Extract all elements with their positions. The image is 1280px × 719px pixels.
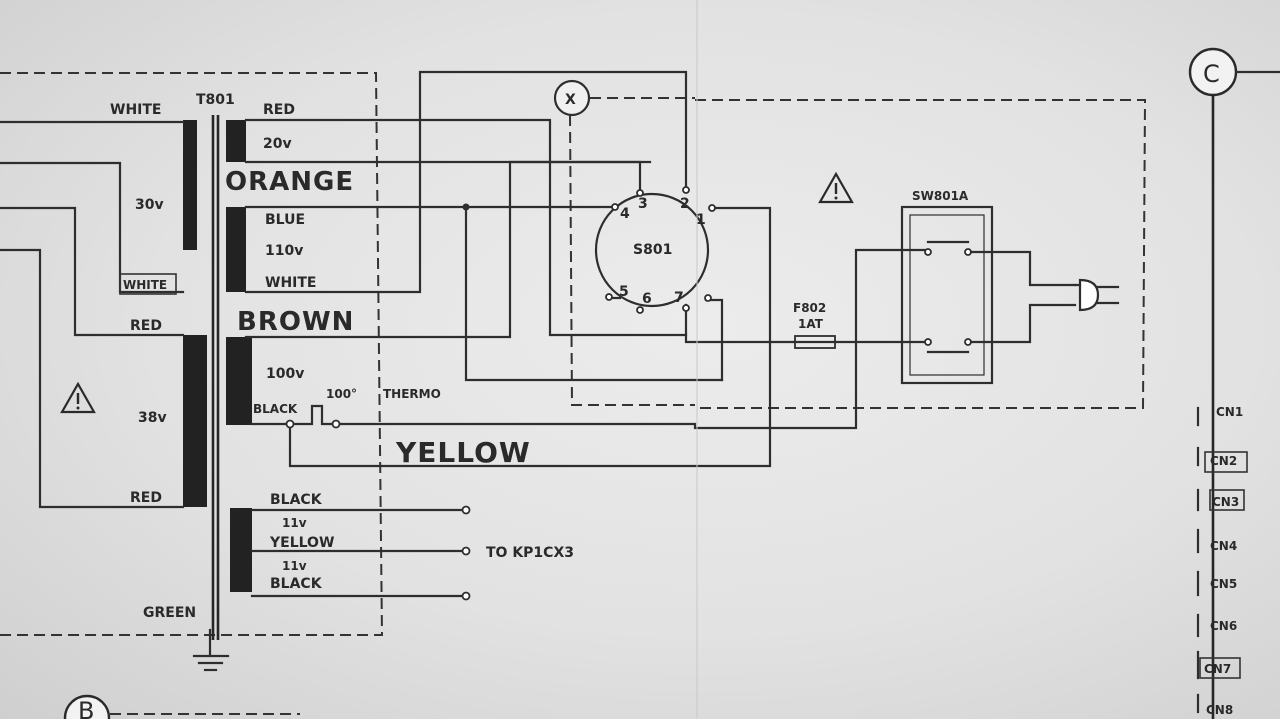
label-1at: 1AT xyxy=(798,317,824,331)
label-x: X xyxy=(565,92,576,108)
pin-7: 7 xyxy=(674,290,684,306)
pin-6: 6 xyxy=(642,291,652,307)
pin-3: 3 xyxy=(638,196,648,212)
label-red-top: RED xyxy=(130,318,162,334)
secondary-winding-20v xyxy=(226,120,246,162)
white-label-box xyxy=(119,273,177,295)
connector-cn3: CN3 xyxy=(1212,495,1239,509)
pin-4: 4 xyxy=(620,206,630,222)
label-white-top: WHITE xyxy=(110,102,161,118)
label-thermo-deg: 100° xyxy=(326,387,357,401)
label-c: C xyxy=(1203,60,1221,88)
wire-white-110v xyxy=(244,70,688,294)
label-orange: ORANGE xyxy=(225,167,354,197)
terminal-out-3 xyxy=(461,591,471,601)
label-110v: 110v xyxy=(265,243,303,259)
label-out-yellow: YELLOW xyxy=(269,535,334,551)
label-out-11v-b: 11v xyxy=(282,559,307,573)
wire-brown xyxy=(244,160,642,339)
connector-cn8: CN8 xyxy=(1206,703,1233,717)
terminal-out-2 xyxy=(461,546,471,556)
wire-30v-loop xyxy=(0,161,185,294)
thermo-switch-icon xyxy=(285,404,341,429)
label-t801: T801 xyxy=(196,92,235,108)
label-out-11v-a: 11v xyxy=(282,516,307,530)
label-white: WHITE xyxy=(265,275,316,291)
primary-winding-lower xyxy=(183,335,207,507)
connector-stubs xyxy=(1196,406,1248,714)
label-b: B xyxy=(78,697,95,719)
x-link-dashed xyxy=(569,97,695,406)
primary-winding-upper xyxy=(183,120,197,250)
label-out-black-top: BLACK xyxy=(270,492,323,508)
label-red-bottom: RED xyxy=(130,490,162,506)
secondary-winding-11v xyxy=(230,508,252,592)
connector-cn6: CN6 xyxy=(1210,619,1237,633)
transformer-enclosure xyxy=(0,72,384,636)
label-100v: 100v xyxy=(266,366,304,382)
pin-2: 2 xyxy=(680,196,690,212)
wire-pin7 xyxy=(704,298,724,382)
label-black: BLACK xyxy=(253,402,298,416)
label-white-bottom: WHITE xyxy=(123,278,167,292)
label-38v: 38v xyxy=(138,410,167,426)
label-20v: 20v xyxy=(263,136,292,152)
label-to-kp1cx3: TO KP1CX3 xyxy=(486,545,574,561)
ground-icon xyxy=(192,628,230,672)
label-thermo: THERMO xyxy=(383,387,441,401)
connector-cn1: CN1 xyxy=(1216,405,1243,419)
switch-sw801a-inner xyxy=(909,214,985,376)
wire-red-bottom xyxy=(0,248,185,509)
wire-switch-plug-top xyxy=(969,250,1077,287)
secondary-winding-110v xyxy=(226,207,246,292)
wire-blue-down xyxy=(464,205,724,382)
selector-s801-body xyxy=(594,192,710,308)
label-s801: S801 xyxy=(633,242,672,258)
wire-white-red xyxy=(0,206,185,337)
label-sw801a: SW801A xyxy=(912,189,969,203)
label-out-black-bottom: BLACK xyxy=(270,576,323,592)
label-red: RED xyxy=(263,102,295,118)
wire-switch-plug-bottom xyxy=(969,303,1077,344)
wire-thermo xyxy=(334,248,927,430)
marker-b-circle xyxy=(63,694,111,719)
connector-cn2: CN2 xyxy=(1210,454,1237,468)
switch-enclosure xyxy=(695,99,1147,409)
wire-yellow xyxy=(288,206,772,468)
wire-red-20v xyxy=(244,118,688,337)
warning-icon-left xyxy=(60,381,96,414)
pin-1: 1 xyxy=(696,212,706,228)
marker-x-circle xyxy=(553,79,591,117)
label-blue: BLUE xyxy=(265,212,305,228)
warning-icon-right xyxy=(818,171,854,204)
label-green: GREEN xyxy=(143,605,196,621)
label-f802: F802 xyxy=(793,301,826,315)
connector-cn5: CN5 xyxy=(1210,577,1237,591)
selector-contacts xyxy=(605,186,716,314)
mains-plug-icon xyxy=(1073,278,1120,312)
secondary-winding-100v xyxy=(226,337,252,425)
connector-cn7: CN7 xyxy=(1204,662,1231,676)
wire-pin6-fuse xyxy=(684,303,797,344)
switch-contacts xyxy=(924,240,972,354)
label-30v: 30v xyxy=(135,197,164,213)
pin-5: 5 xyxy=(619,284,629,300)
label-brown: BROWN xyxy=(237,307,354,337)
terminal-out-1 xyxy=(461,505,471,515)
label-yellow-big: YELLOW xyxy=(395,436,531,469)
connector-cn4: CN4 xyxy=(1210,539,1237,553)
switch-sw801a-body xyxy=(900,205,994,385)
